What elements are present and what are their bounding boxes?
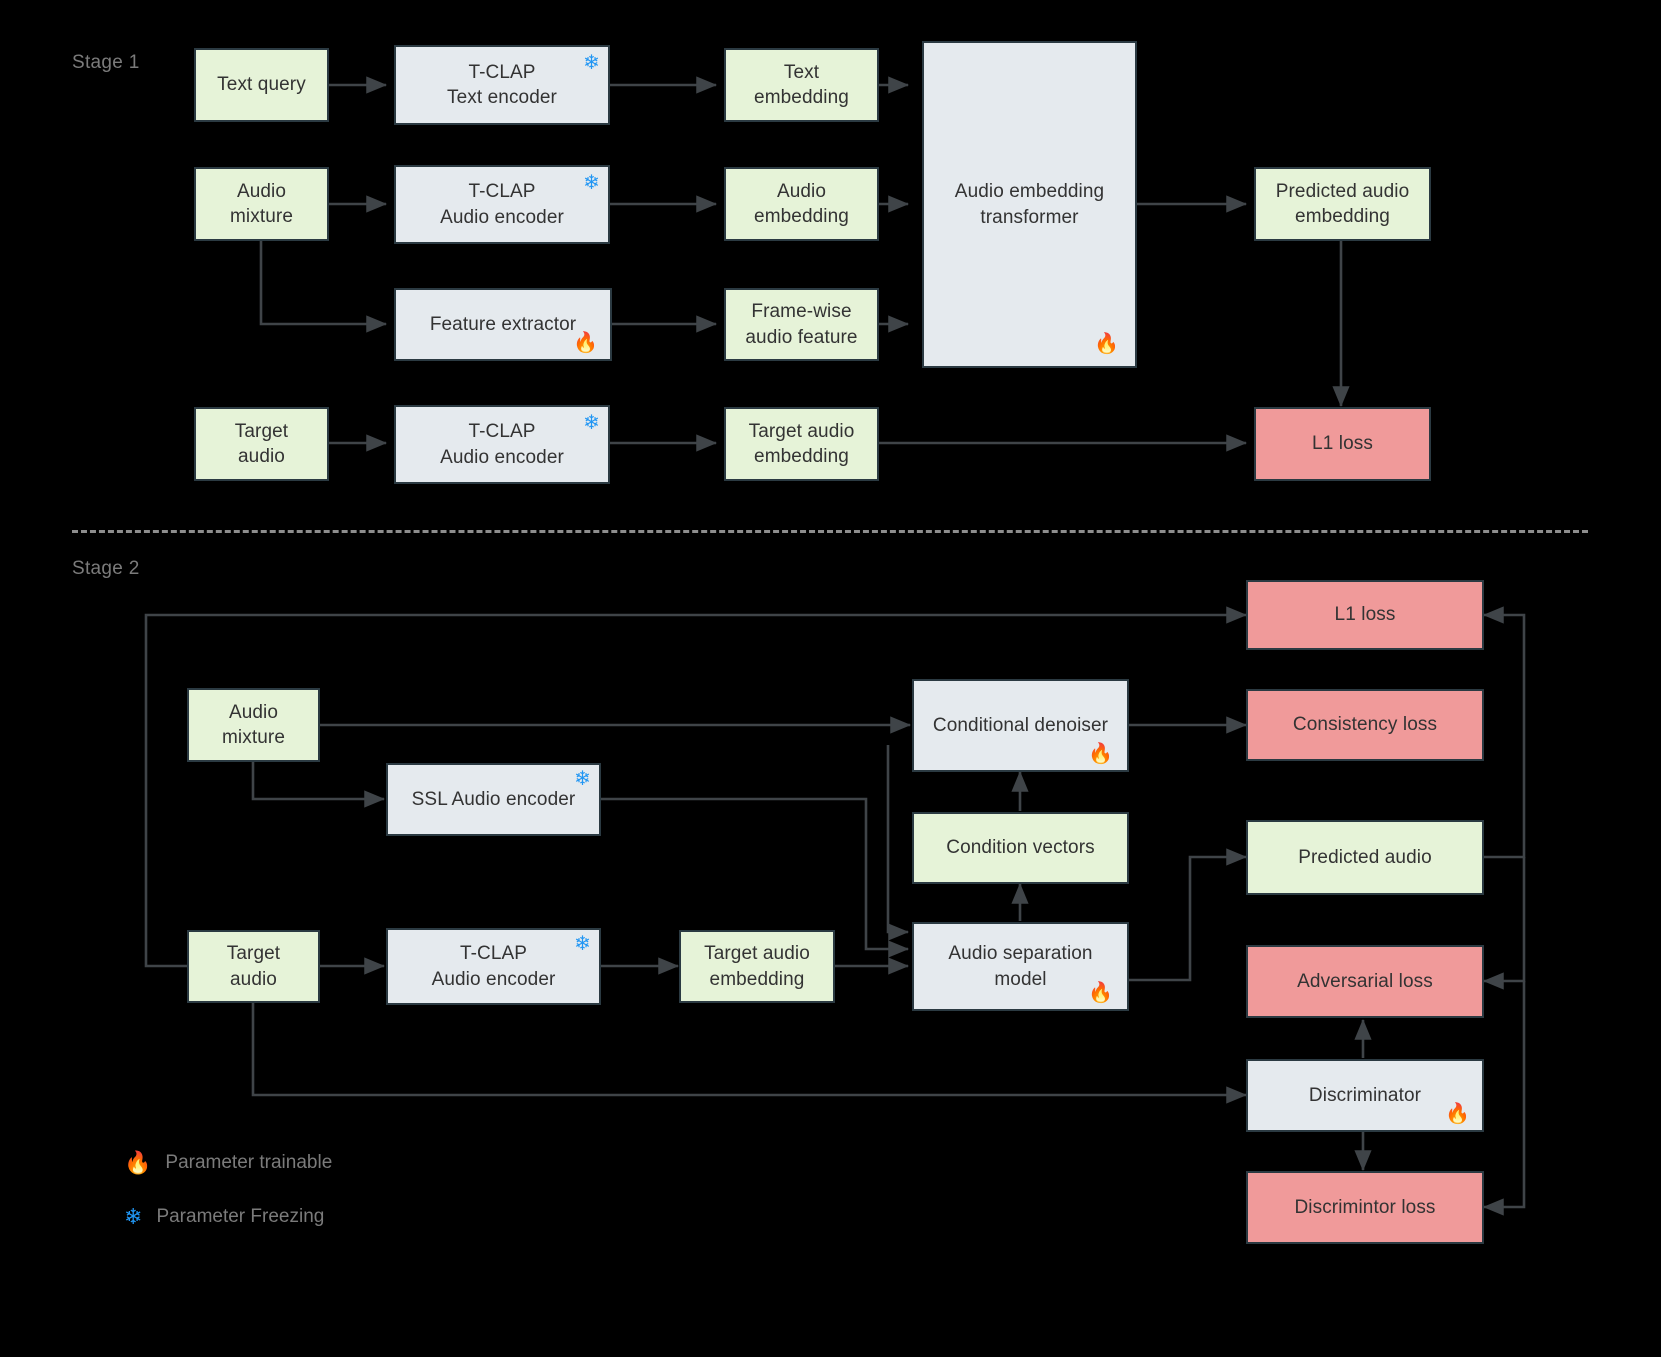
node-audio-embedding-transformer[interactable]: Audio embedding transformer 🔥 bbox=[922, 41, 1137, 368]
fire-icon: 🔥 bbox=[1093, 333, 1119, 355]
node-conditional-denoiser-label: Conditional denoiser bbox=[932, 714, 1109, 736]
legend-item-freezing-label: Parameter Freezing bbox=[156, 1206, 325, 1227]
node-condition-vectors[interactable]: Condition vectors bbox=[912, 812, 1129, 884]
snowflake-icon: ❄ bbox=[574, 933, 591, 955]
node-target-audio[interactable]: Target audio bbox=[194, 407, 329, 481]
stage-divider bbox=[72, 530, 1588, 533]
node-discriminator-label: Discriminator bbox=[1308, 1084, 1422, 1106]
fire-icon: 🔥 bbox=[124, 1150, 152, 1175]
legend-item-trainable: 🔥 Parameter trainable bbox=[124, 1152, 332, 1174]
snowflake-icon: ❄ bbox=[124, 1204, 143, 1229]
snowflake-icon: ❄ bbox=[583, 172, 600, 194]
node-adversarial-loss[interactable]: Adversarial loss bbox=[1246, 945, 1484, 1018]
node-audio-mixture-label: Audio mixture bbox=[230, 180, 293, 227]
node-ssl-audio-encoder-label: SSL Audio encoder bbox=[411, 788, 576, 810]
node-discrimintor-loss-label: Discrimintor loss bbox=[1294, 1196, 1436, 1218]
node-frame-wise-audio-feature-label: Frame-wise audio feature bbox=[745, 301, 858, 348]
node-audio-mixture-2-label: Audio mixture bbox=[222, 701, 285, 748]
node-text-embedding-label: Text embedding bbox=[754, 61, 849, 108]
node-audio-separation-model-label: Audio separation model bbox=[948, 943, 1093, 990]
node-target-audio-2[interactable]: Target audio bbox=[187, 930, 320, 1003]
node-discrimintor-loss[interactable]: Discrimintor loss bbox=[1246, 1171, 1484, 1244]
fire-icon: 🔥 bbox=[1087, 982, 1113, 1004]
node-predicted-audio-label: Predicted audio bbox=[1298, 846, 1432, 868]
snowflake-icon: ❄ bbox=[583, 412, 600, 434]
node-tclap-audio-encoder-2[interactable]: T-CLAP Audio encoder ❄ bbox=[394, 405, 610, 484]
snowflake-icon: ❄ bbox=[574, 768, 591, 790]
snowflake-icon: ❄ bbox=[583, 52, 600, 74]
node-target-audio-embedding-2[interactable]: Target audio embedding bbox=[679, 930, 835, 1003]
legend-item-trainable-label: Parameter trainable bbox=[165, 1152, 333, 1173]
node-target-audio-2-label: Target audio bbox=[226, 943, 281, 990]
node-l1-loss-2[interactable]: L1 loss bbox=[1246, 580, 1484, 650]
node-consistency-loss-label: Consistency loss bbox=[1292, 714, 1438, 736]
node-target-audio-embedding-2-label: Target audio embedding bbox=[704, 943, 810, 990]
node-conditional-denoiser[interactable]: Conditional denoiser 🔥 bbox=[912, 679, 1129, 772]
node-target-audio-label: Target audio bbox=[234, 420, 289, 467]
node-condition-vectors-label: Condition vectors bbox=[946, 837, 1095, 859]
node-predicted-audio[interactable]: Predicted audio bbox=[1246, 820, 1484, 895]
node-tclap-audio-encoder-3-label: T-CLAP Audio encoder bbox=[431, 943, 556, 990]
node-feature-extractor[interactable]: Feature extractor 🔥 bbox=[394, 288, 612, 361]
fire-icon: 🔥 bbox=[572, 332, 598, 354]
node-l1-loss-2-label: L1 loss bbox=[1334, 604, 1396, 626]
node-tclap-text-encoder[interactable]: T-CLAP Text encoder ❄ bbox=[394, 45, 610, 125]
node-ssl-audio-encoder[interactable]: SSL Audio encoder ❄ bbox=[386, 763, 601, 836]
node-l1-loss[interactable]: L1 loss bbox=[1254, 407, 1431, 481]
fire-icon: 🔥 bbox=[1444, 1103, 1470, 1125]
node-target-audio-embedding-label: Target audio embedding bbox=[748, 420, 855, 467]
node-tclap-text-encoder-label: T-CLAP Text encoder bbox=[447, 61, 557, 108]
node-audio-embedding[interactable]: Audio embedding bbox=[724, 167, 879, 241]
node-audio-mixture-2[interactable]: Audio mixture bbox=[187, 688, 320, 762]
node-audio-embedding-transformer-label: Audio embedding transformer bbox=[954, 181, 1105, 228]
node-consistency-loss[interactable]: Consistency loss bbox=[1246, 689, 1484, 761]
stage-1-label: Stage 1 bbox=[72, 52, 140, 73]
node-tclap-audio-encoder-3[interactable]: T-CLAP Audio encoder ❄ bbox=[386, 928, 601, 1005]
node-text-query[interactable]: Text query bbox=[194, 48, 329, 122]
stage-2-label: Stage 2 bbox=[72, 558, 140, 579]
node-tclap-audio-encoder[interactable]: T-CLAP Audio encoder ❄ bbox=[394, 165, 610, 244]
node-audio-separation-model[interactable]: Audio separation model 🔥 bbox=[912, 922, 1129, 1011]
node-l1-loss-label: L1 loss bbox=[1312, 433, 1373, 455]
node-predicted-audio-embedding-label: Predicted audio embedding bbox=[1275, 180, 1410, 227]
node-predicted-audio-embedding[interactable]: Predicted audio embedding bbox=[1254, 167, 1431, 241]
node-text-embedding[interactable]: Text embedding bbox=[724, 48, 879, 122]
node-feature-extractor-label: Feature extractor bbox=[429, 313, 577, 335]
node-text-query-label: Text query bbox=[217, 74, 306, 96]
node-target-audio-embedding[interactable]: Target audio embedding bbox=[724, 407, 879, 481]
node-discriminator[interactable]: Discriminator 🔥 bbox=[1246, 1059, 1484, 1132]
node-adversarial-loss-label: Adversarial loss bbox=[1297, 970, 1433, 992]
node-frame-wise-audio-feature[interactable]: Frame-wise audio feature bbox=[724, 288, 879, 361]
node-audio-mixture[interactable]: Audio mixture bbox=[194, 167, 329, 241]
legend-item-freezing: ❄ Parameter Freezing bbox=[124, 1206, 324, 1228]
node-tclap-audio-encoder-2-label: T-CLAP Audio encoder bbox=[440, 421, 564, 468]
node-tclap-audio-encoder-label: T-CLAP Audio encoder bbox=[440, 181, 564, 228]
fire-icon: 🔥 bbox=[1087, 743, 1113, 765]
node-audio-embedding-label: Audio embedding bbox=[754, 180, 849, 227]
